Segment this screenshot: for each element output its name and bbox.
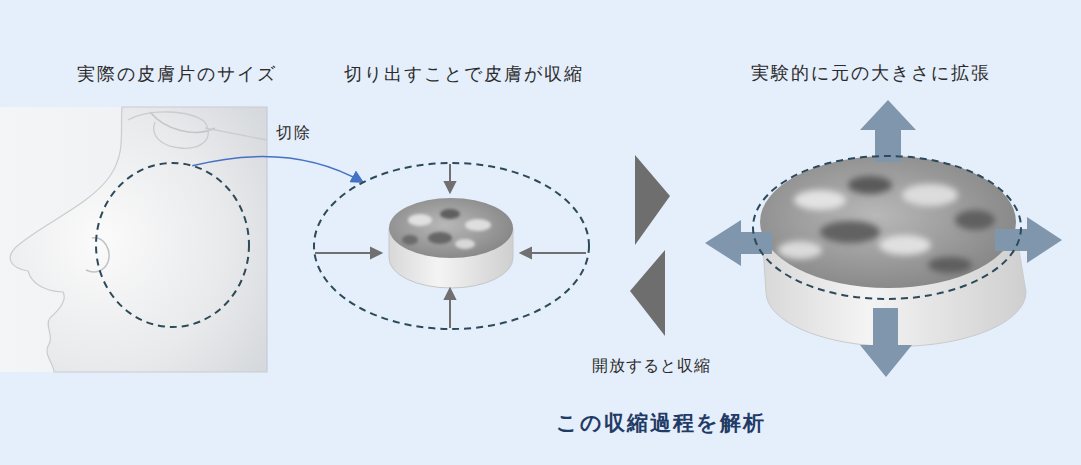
dashed-outline	[313, 162, 590, 330]
caption: この収縮過程を解析	[556, 409, 766, 437]
compress-arrows	[315, 164, 586, 328]
glasses	[128, 112, 208, 148]
expand-arrows	[705, 100, 1062, 377]
edge-label: 切除	[274, 123, 314, 144]
dashed-region: 実際の皮膚片のサイズ	[95, 162, 250, 328]
region-heading: 実験的に元の大きさに拡張	[751, 61, 991, 85]
dashed-outline	[95, 162, 250, 328]
face-panel	[0, 107, 267, 372]
region-heading: 切り出すことで皮膚が収縮	[344, 62, 584, 86]
glasses-arm	[205, 128, 267, 140]
contracted-skin-disk	[389, 198, 513, 288]
note-label: 開放すると収縮	[592, 356, 711, 377]
face-profile	[10, 107, 267, 372]
dashed-outline	[752, 155, 1022, 300]
nose-wing	[86, 238, 109, 272]
dashed-region: 切り出すことで皮膚が収縮	[313, 162, 590, 330]
backward-triangle	[630, 250, 665, 336]
dashed-region: 実験的に元の大きさに拡張	[752, 155, 1022, 300]
region-heading: 実際の皮膚片のサイズ	[77, 62, 277, 86]
forward-triangle	[635, 155, 670, 245]
